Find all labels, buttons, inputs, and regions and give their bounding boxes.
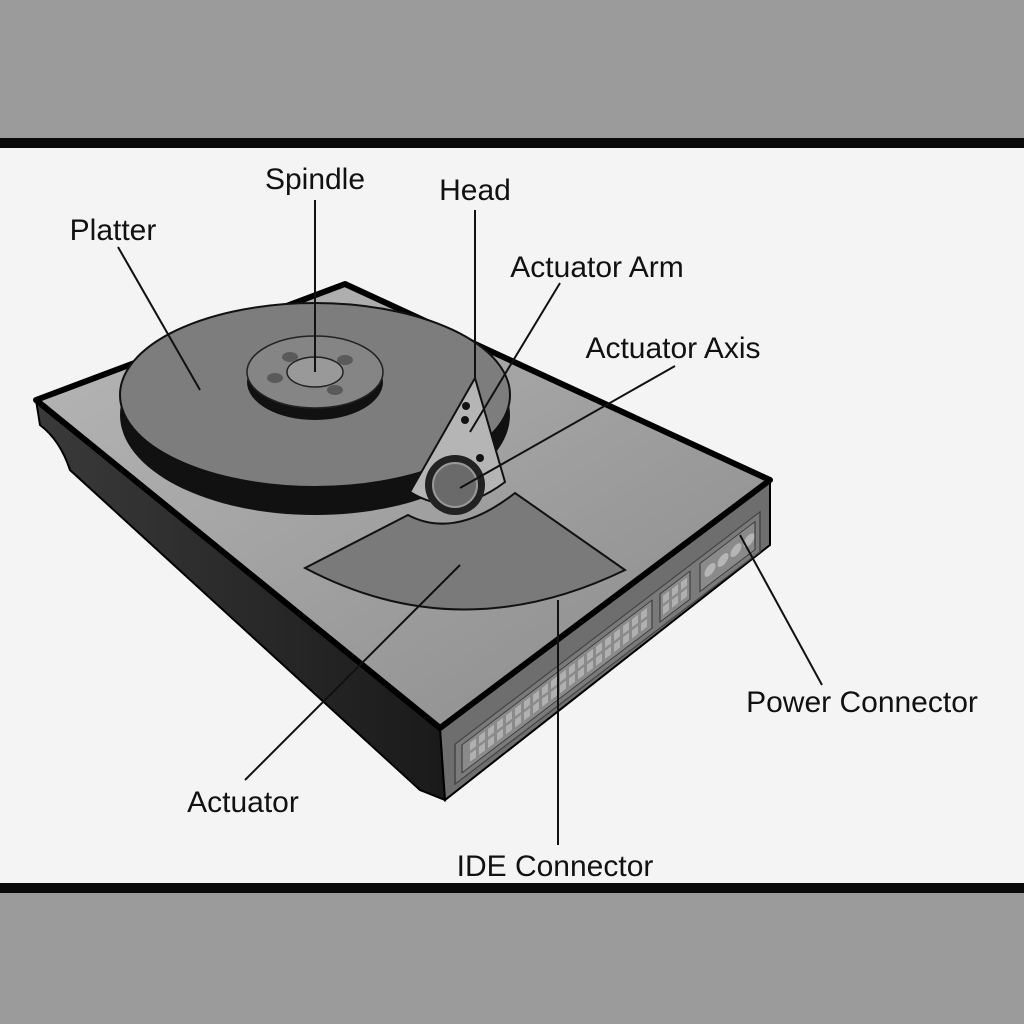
leader-actuator-axis xyxy=(459,365,676,489)
jumper-pin xyxy=(672,584,678,597)
jumper-pin xyxy=(681,588,687,602)
ide-pin xyxy=(641,607,647,621)
ide-pin xyxy=(515,703,521,717)
label-spindle: Spindle xyxy=(265,163,365,196)
ide-pin xyxy=(596,653,602,666)
ide-pin xyxy=(641,618,647,632)
hub-screw xyxy=(267,373,283,383)
arm-hole xyxy=(462,402,470,410)
ide-pin xyxy=(569,673,575,687)
ide-pin xyxy=(551,676,557,690)
drive-left-face xyxy=(34,397,447,802)
ide-pin xyxy=(623,621,629,635)
label-actuator-axis: Actuator Axis xyxy=(585,332,760,365)
ide-pin xyxy=(614,639,620,653)
ide-pin xyxy=(578,666,584,680)
actuator-axis-inner xyxy=(432,462,478,508)
ide-pin xyxy=(506,710,512,724)
ide-pin xyxy=(542,683,548,696)
ide-pin xyxy=(533,701,539,714)
ide-pin xyxy=(605,635,611,648)
ide-pin xyxy=(479,742,485,755)
top-divider xyxy=(0,138,1024,148)
leader-actuator xyxy=(244,564,461,781)
jumper-pin xyxy=(663,602,669,615)
ide-pin xyxy=(623,632,629,646)
ide-pin xyxy=(488,724,494,738)
label-platter: Platter xyxy=(70,214,157,247)
ide-pin xyxy=(587,649,593,662)
jumper-pin xyxy=(663,591,669,604)
ide-pin xyxy=(506,721,512,735)
power-pin xyxy=(743,533,755,548)
ide-pin xyxy=(587,660,593,673)
label-head: Head xyxy=(439,174,511,207)
jumper-pin xyxy=(672,595,678,608)
label-power-connector: Power Connector xyxy=(746,686,978,719)
hub-screw xyxy=(327,385,343,395)
power-pin xyxy=(717,553,729,567)
ide-pin xyxy=(560,680,566,694)
jumper-pin xyxy=(681,577,687,591)
ide-pin xyxy=(605,646,611,659)
power-pin xyxy=(730,543,742,558)
ide-pin xyxy=(515,714,521,728)
ide-pin xyxy=(569,662,575,676)
ide-pin xyxy=(533,690,539,703)
ide-pin xyxy=(596,642,602,655)
top-gray-band xyxy=(0,0,1024,138)
ide-pin xyxy=(632,614,638,628)
ide-pin xyxy=(542,694,548,707)
hub-screw xyxy=(282,352,298,362)
ide-pin xyxy=(497,717,503,731)
label-actuator: Actuator xyxy=(187,786,299,819)
label-actuator-arm: Actuator Arm xyxy=(510,251,683,284)
actuator xyxy=(302,491,627,611)
ide-pin xyxy=(479,731,485,744)
ide-pin xyxy=(488,735,494,749)
ide-pin xyxy=(524,708,530,721)
ide-pin xyxy=(524,697,530,710)
label-ide-connector: IDE Connector xyxy=(457,850,654,883)
leader-actuator-arm xyxy=(469,282,561,433)
bottom-gray-band xyxy=(0,893,1024,1024)
ide-pin xyxy=(614,628,620,642)
ide-pin xyxy=(578,655,584,669)
leader-power-connector xyxy=(739,534,823,686)
leader-platter xyxy=(117,246,201,391)
power-pin xyxy=(704,563,716,577)
bottom-divider xyxy=(0,883,1024,893)
hub-screw xyxy=(337,355,353,365)
ide-pin xyxy=(470,749,476,762)
arm-hole xyxy=(461,416,469,424)
ide-pin xyxy=(551,687,557,701)
ide-pin xyxy=(497,728,503,742)
ide-pin xyxy=(632,625,638,639)
ide-pin xyxy=(470,738,476,751)
ide-pin xyxy=(560,669,566,683)
arm-hole xyxy=(476,454,484,462)
